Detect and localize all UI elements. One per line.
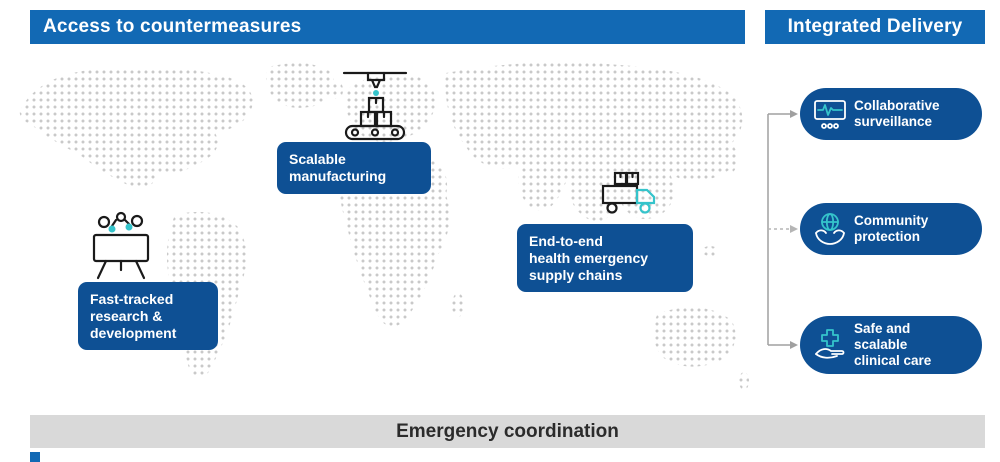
- label-line: manufacturing: [289, 167, 387, 184]
- research-icon: [88, 208, 154, 287]
- label-line: research &: [90, 307, 163, 324]
- continent-europe: [345, 73, 436, 142]
- delivery-truck-icon: [598, 170, 662, 229]
- pill-line: clinical care: [854, 352, 932, 368]
- delivery-item-safe-scalable-clinical-care: Safe and scalable clinical care: [800, 316, 982, 374]
- surveillance-monitor-icon: [810, 97, 850, 131]
- continent-north-america: [19, 66, 253, 190]
- label-line: supply chains: [529, 266, 623, 283]
- continent-asia: [445, 62, 743, 222]
- islands-sea-3: [702, 246, 718, 256]
- label-line: Scalable: [289, 151, 346, 167]
- header-left-label: Access to countermeasures: [43, 16, 302, 37]
- header-integrated-delivery: Integrated Delivery: [765, 10, 985, 44]
- footer-emergency-coordination: Emergency coordination: [30, 415, 985, 448]
- label-scalable-manufacturing: Scalable manufacturing: [277, 142, 431, 194]
- label-fast-tracked-research-development: Fast-tracked research & development: [78, 282, 218, 351]
- pill-line: Safe and: [854, 321, 911, 337]
- pill-line: Collaborative: [854, 98, 940, 114]
- island-japan: [727, 146, 737, 172]
- label-line: End-to-end: [529, 233, 603, 249]
- delivery-item-collaborative-surveillance: Collaborative surveillance: [800, 88, 982, 140]
- label-end-to-end-supply-chains: End-to-end health emergency supply chain…: [517, 224, 693, 293]
- pill-text: Collaborative surveillance: [854, 98, 940, 130]
- connector-arrows: [767, 110, 798, 349]
- clinical-care-hand-icon: [810, 327, 850, 363]
- header-access-countermeasures: Access to countermeasures: [30, 10, 745, 44]
- pill-text: Community protection: [854, 213, 928, 245]
- delivery-item-community-protection: Community protection: [800, 203, 982, 255]
- globe-hands-icon: [810, 211, 850, 247]
- continent-australia: [653, 307, 736, 367]
- decorative-blue-corner: [30, 452, 40, 462]
- label-line: development: [90, 324, 177, 341]
- continent-greenland: [266, 63, 335, 108]
- pill-line: Community: [854, 213, 929, 229]
- island-uk: [331, 81, 343, 99]
- header-right-label: Integrated Delivery: [787, 16, 963, 37]
- pill-line: scalable: [854, 337, 908, 353]
- label-line: Fast-tracked: [90, 291, 174, 307]
- factory-conveyor-icon: [332, 68, 418, 147]
- pill-text: Safe and scalable clinical care: [854, 321, 931, 369]
- pill-line: protection: [854, 229, 920, 244]
- island-new-zealand: [739, 372, 749, 390]
- pill-line: surveillance: [854, 114, 933, 129]
- footer-label: Emergency coordination: [396, 420, 619, 442]
- island-madagascar: [452, 293, 464, 317]
- label-line: health emergency: [529, 249, 649, 266]
